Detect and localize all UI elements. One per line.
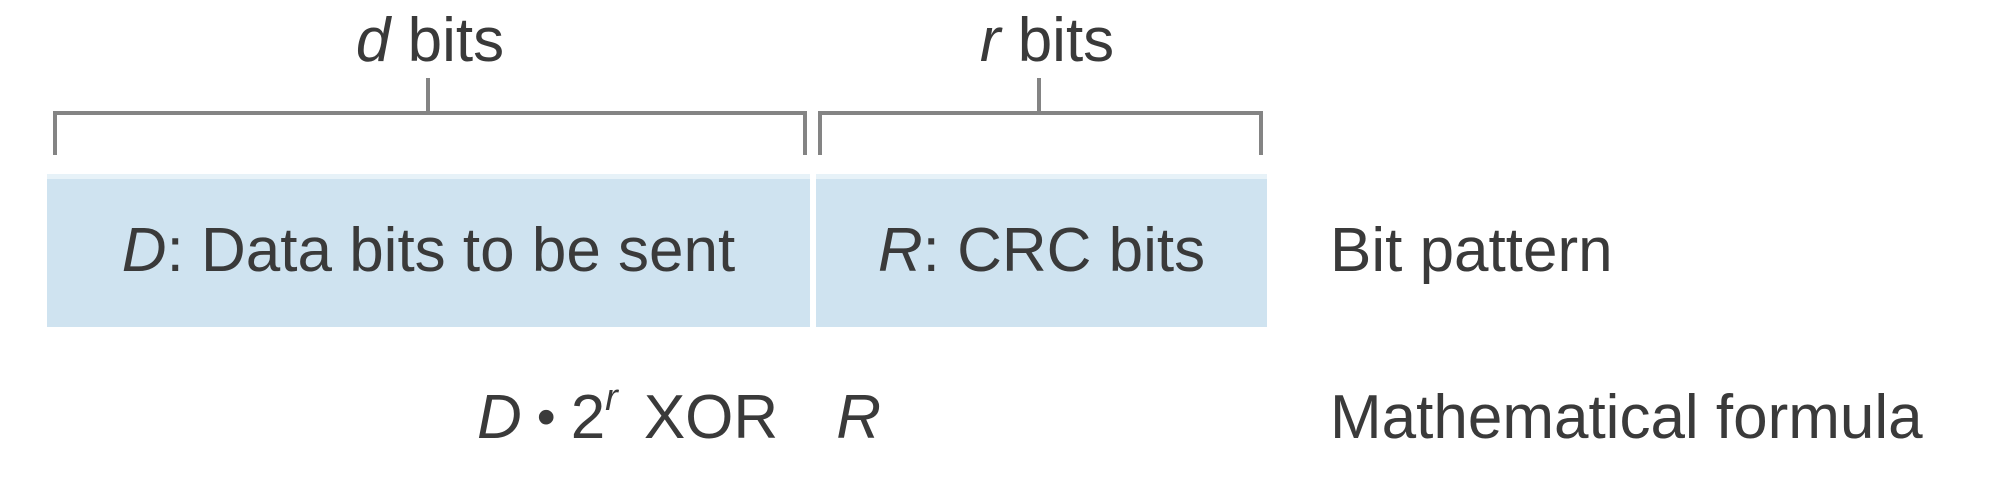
formula-exponent: r <box>605 376 618 419</box>
data-bits-variable: D <box>121 216 167 285</box>
data-bits-description: : Data bits to be sent <box>166 216 736 285</box>
crc-bits-box: R: CRC bits <box>816 174 1267 327</box>
formula-d-term: D <box>477 382 522 452</box>
formula-base: 2 <box>570 382 606 452</box>
bit-pattern-caption: Bit pattern <box>1330 216 1613 285</box>
right-brace <box>818 111 1263 155</box>
crc-bits-variable: R <box>877 216 923 285</box>
crc-bits-description: : CRC bits <box>922 216 1206 285</box>
right-brace-pointer <box>1037 78 1041 111</box>
left-brace <box>53 111 807 155</box>
formula-r-term: R <box>836 382 881 452</box>
multiplication-dot: • <box>536 387 556 447</box>
left-brace-pointer <box>426 78 430 111</box>
data-bits-box-label: D: Data bits to be sent <box>122 215 735 286</box>
formula-power-term: 2r <box>570 379 618 453</box>
math-formula-caption: Mathematical formula <box>1330 382 1923 452</box>
r-bits-variable: r <box>979 6 1001 75</box>
data-bits-box: D: Data bits to be sent <box>47 174 810 327</box>
d-bits-text: bits <box>390 6 505 75</box>
crc-formula: D • 2r XOR R <box>477 379 881 453</box>
crc-bits-box-label: R: CRC bits <box>878 215 1205 286</box>
r-bits-text: bits <box>1000 6 1115 75</box>
d-bits-label: d bits <box>356 10 504 72</box>
xor-operator: XOR <box>643 382 779 452</box>
d-bits-variable: d <box>355 6 391 75</box>
r-bits-label: r bits <box>980 10 1114 72</box>
